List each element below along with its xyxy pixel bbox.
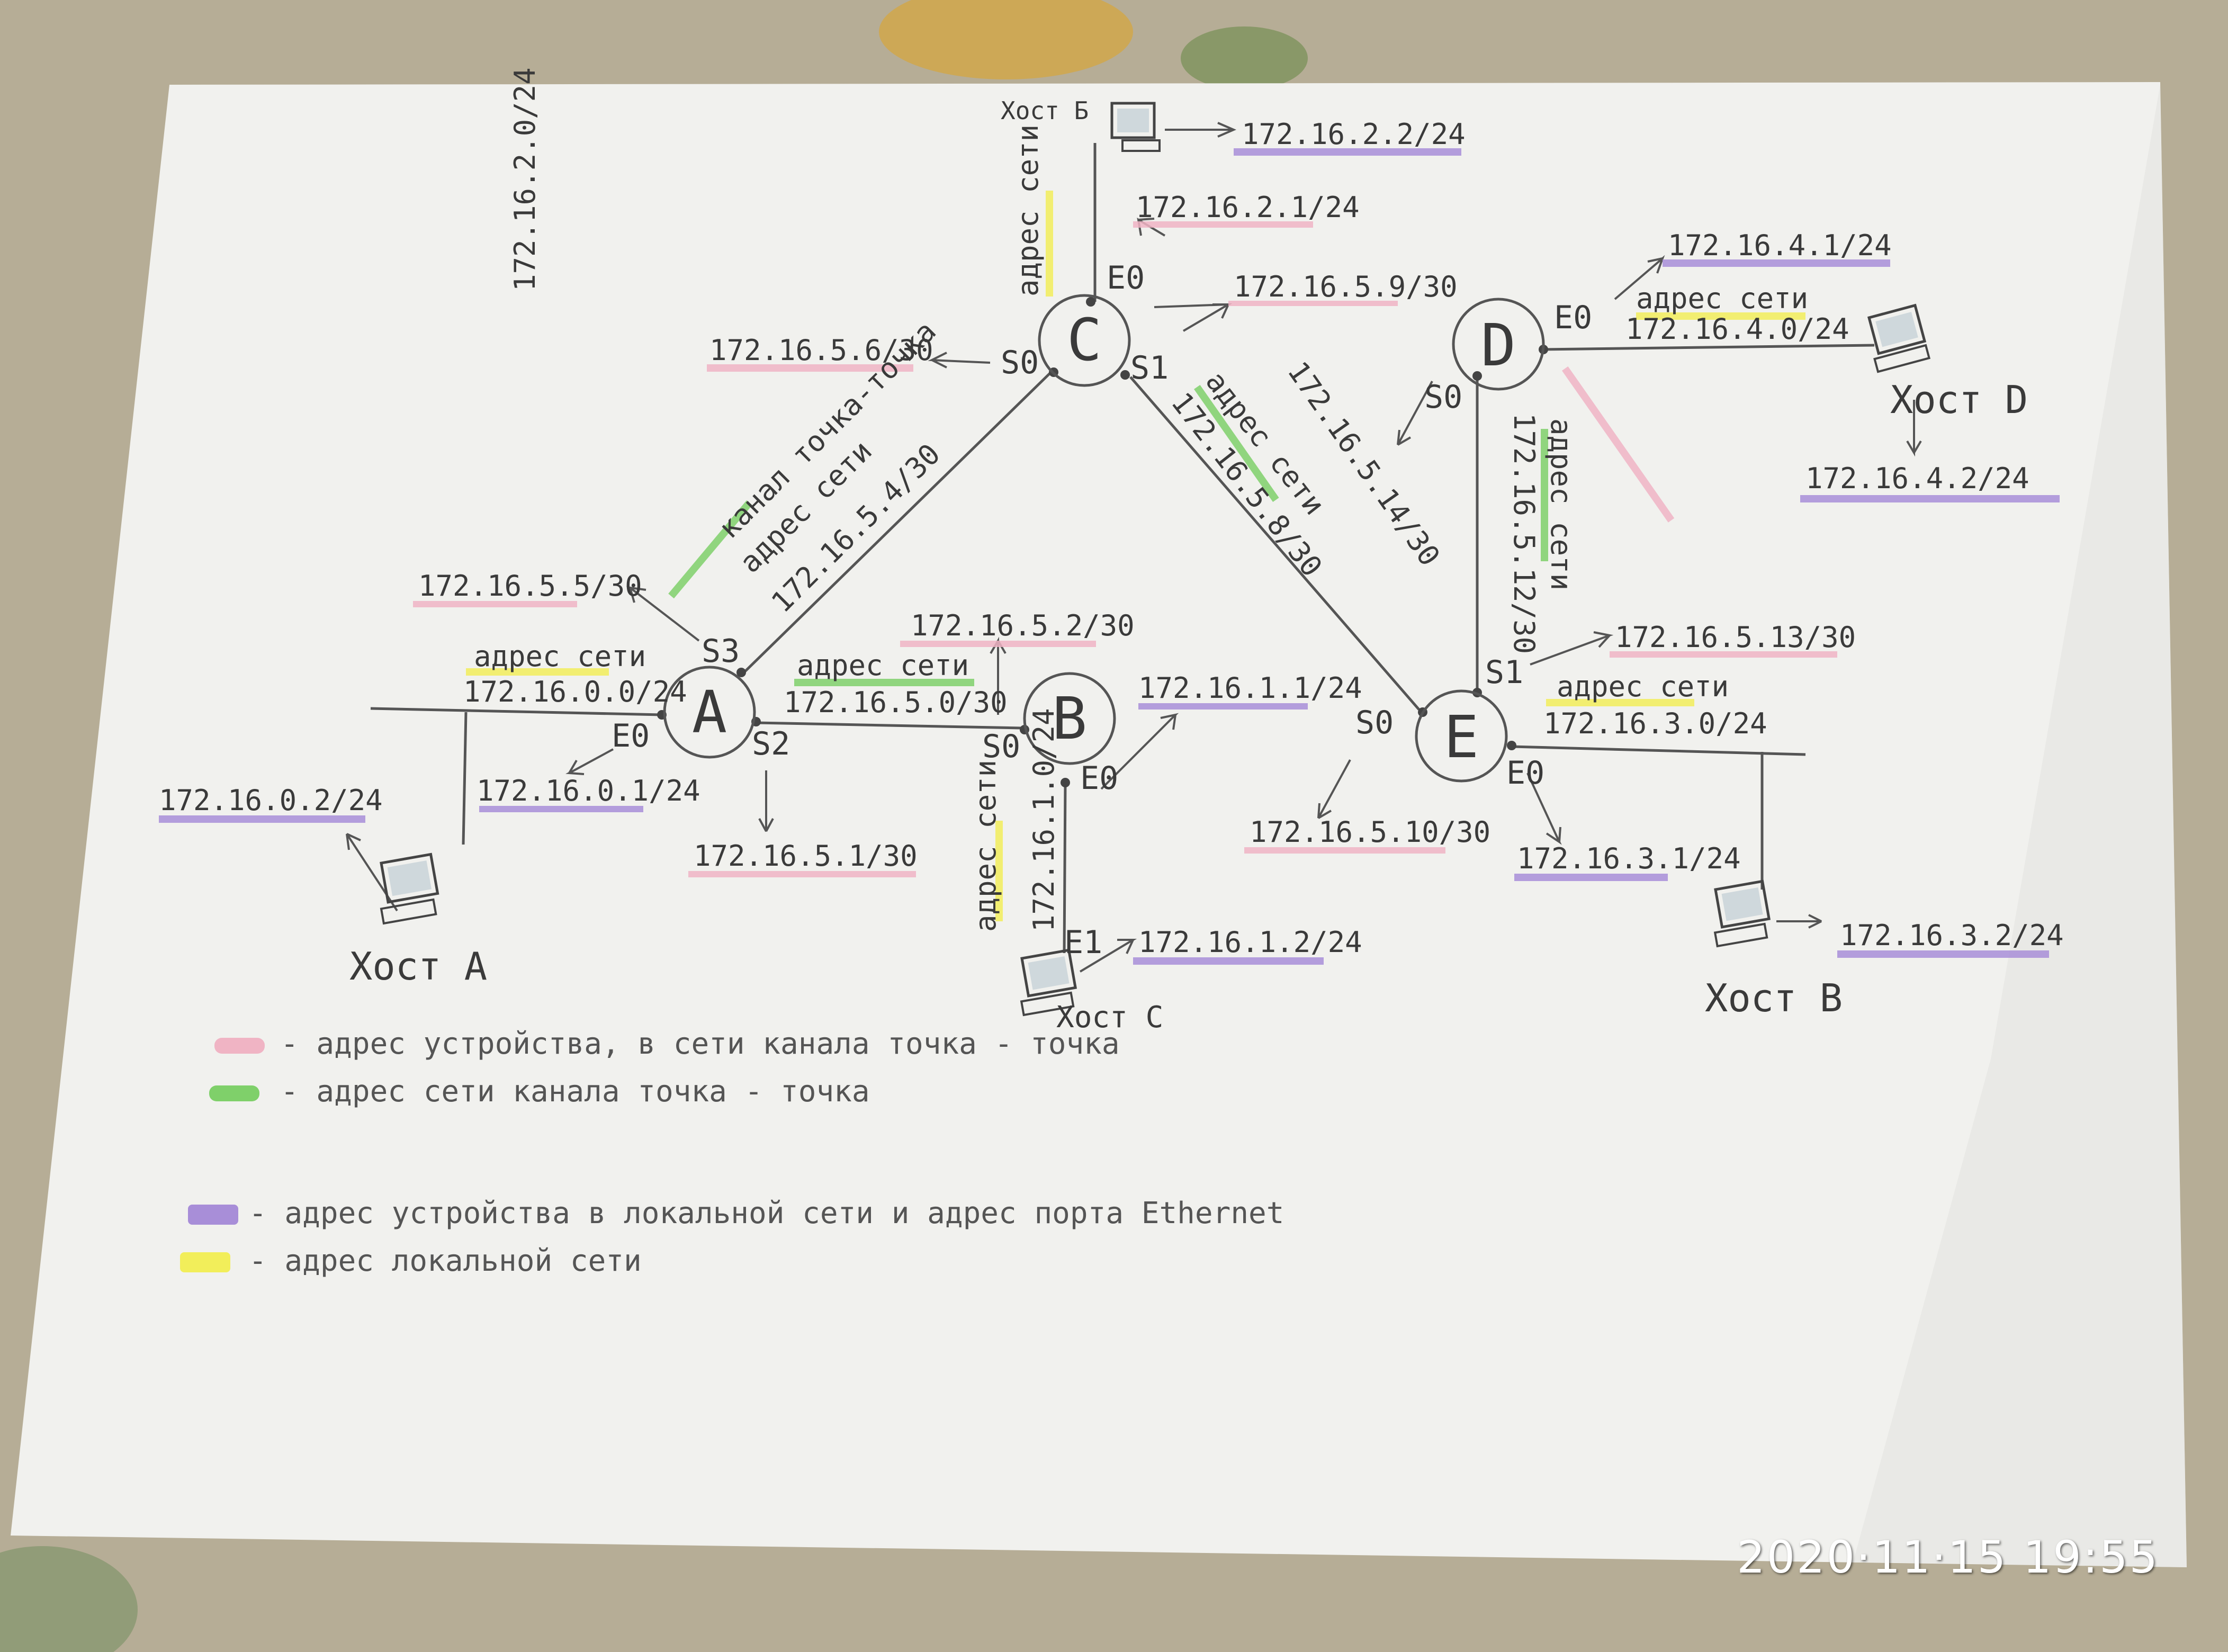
ip-label: 172.16.4.0/24	[1625, 312, 1849, 346]
lan-a-drop	[462, 712, 468, 845]
computer-icon-host-b	[1713, 879, 1771, 948]
legend: - адрес устройства, в сети канала точка …	[180, 1027, 1284, 1278]
lan-e	[1511, 745, 1806, 756]
port-label: E0	[1107, 259, 1145, 297]
computer-icon-host-b2	[1110, 102, 1161, 152]
port-label: S0	[1355, 704, 1394, 741]
net-word: адрес сети	[474, 640, 646, 673]
net-word: адрес сети	[797, 649, 969, 682]
link-b-host-c	[1063, 782, 1067, 954]
link-d-host-d	[1543, 344, 1875, 351]
computer-icon-host-d	[1867, 303, 1931, 373]
port-label: S2	[752, 725, 790, 762]
port-label: E0	[1554, 299, 1592, 336]
ip-label: 172.16.2.0/24	[508, 67, 542, 291]
router-d: D	[1452, 298, 1545, 391]
router-a: A	[663, 666, 756, 759]
host-label: Хост D	[1890, 378, 2028, 422]
router-e: E	[1415, 689, 1508, 783]
net-word: адрес сети	[1544, 418, 1578, 590]
ip-label: 172.16.3.0/24	[1543, 707, 1767, 740]
port-label: S0	[1424, 379, 1462, 416]
legend-text: - адрес сети канала точка - точка	[281, 1074, 870, 1109]
link-a-c	[740, 371, 1052, 676]
ip-label: 172.16.1.1/24	[1138, 671, 1362, 705]
net-word: адрес сети	[1011, 124, 1045, 297]
port-label: S1	[1485, 654, 1523, 691]
ip-label: 172.16.5.1/30	[694, 839, 918, 873]
host-label: Хост A	[349, 944, 487, 989]
host-labels: Хост Б Хост D Хост A Хост C Хост B	[349, 96, 2028, 1035]
links	[370, 143, 1875, 954]
ip-label: 172.16.1.0/24	[1027, 708, 1061, 932]
paper-sheet	[11, 82, 2187, 1567]
port-label: E0	[1080, 760, 1118, 797]
port-label: E0	[612, 717, 650, 755]
ip-label: 172.16.3.2/24	[1840, 919, 2064, 952]
computer-icon-host-c	[1020, 948, 1077, 1017]
router-label: C	[1067, 306, 1102, 374]
port-label: S0	[982, 728, 1020, 765]
computer-icon-host-a	[380, 852, 439, 925]
link-c-e	[1129, 376, 1420, 711]
ip-label: 172.16.5.6/30	[709, 334, 933, 367]
net-word: адрес сети	[1636, 282, 1808, 315]
legend-text: - адрес локальной сети	[249, 1244, 642, 1278]
legend-text: - адрес устройства в локальной сети и ад…	[249, 1196, 1284, 1231]
net-word: адрес сети	[969, 760, 1002, 932]
port-label: S3	[702, 633, 740, 670]
photo-timestamp: 2020·11·15 19:55	[1737, 1531, 2159, 1583]
host-label: Хост C	[1056, 1000, 1163, 1035]
ip-label: 172.16.5.12/30	[1507, 413, 1541, 654]
ip-label: 172.16.5.13/30	[1615, 621, 1856, 654]
router-label: B	[1052, 685, 1087, 752]
legend-text: - адрес устройства, в сети канала точка …	[281, 1027, 1120, 1061]
host-label: Хост B	[1705, 976, 1843, 1020]
ip-label: 172.16.0.2/24	[159, 784, 383, 817]
ip-label: 172.16.4.1/24	[1668, 229, 1892, 262]
legend-swatch	[188, 1205, 238, 1225]
ip-label: 172.16.2.2/24	[1242, 118, 1466, 151]
router-label: E	[1444, 703, 1479, 771]
pointer-arrows	[346, 122, 1922, 973]
ip-label: 172.16.5.5/30	[418, 569, 642, 603]
port-label: E0	[1506, 755, 1544, 792]
ip-label: 172.16.4.2/24	[1805, 462, 2029, 495]
router-c: C	[1038, 294, 1131, 387]
ip-label: 172.16.2.1/24	[1136, 191, 1360, 224]
port-label: S0	[1001, 344, 1039, 381]
net-word: адрес сети	[1557, 670, 1729, 703]
ip-label: 172.16.5.2/30	[911, 609, 1135, 642]
highlights	[159, 148, 2060, 965]
ip-label: 172.16.0.1/24	[477, 774, 700, 807]
router-b: B	[1023, 672, 1116, 765]
link-a-b	[756, 721, 1022, 730]
legend-swatch	[209, 1085, 259, 1101]
ip-label: 172.16.1.2/24	[1138, 926, 1362, 959]
ip-label: 172.16.5.0/30	[784, 686, 1008, 719]
legend-swatch	[180, 1252, 230, 1272]
router-label: A	[692, 678, 727, 746]
ip-label: 172.16.5.9/30	[1234, 270, 1458, 303]
port-label: S1	[1130, 349, 1169, 387]
legend-swatch	[214, 1038, 265, 1054]
host-label: Хост Б	[1001, 96, 1089, 125]
ip-label: 172.16.5.10/30	[1250, 815, 1490, 849]
ip-label: 172.16.3.1/24	[1517, 842, 1741, 875]
port-label: E1	[1064, 924, 1102, 961]
router-label: D	[1481, 311, 1516, 379]
ip-label: 172.16.0.0/24	[463, 675, 687, 708]
lan-a	[370, 707, 662, 716]
port-labels: E0 S0 S1 E0 S0 S3 E0 S2 S0 E0 E1 S1 S0 E…	[612, 259, 1592, 961]
